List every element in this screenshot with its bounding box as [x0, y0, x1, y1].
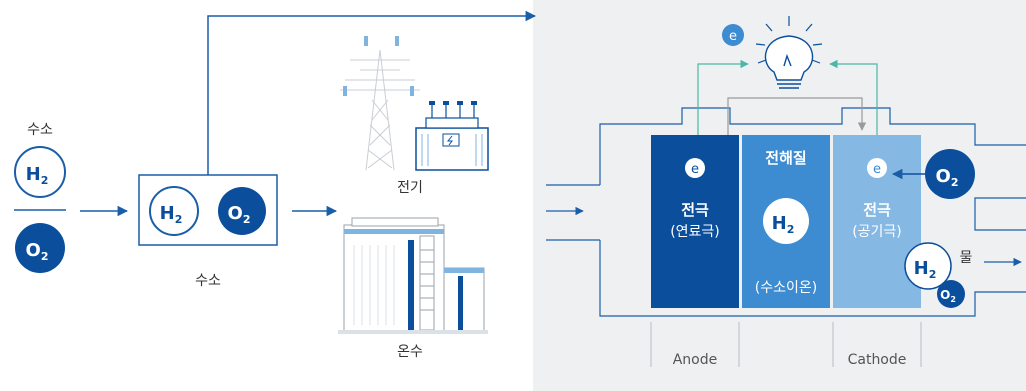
- insulator-icons: [343, 36, 414, 96]
- left-h2-molecule: H2: [14, 146, 66, 198]
- anode-electron: e: [685, 158, 705, 178]
- mix-h2-molecule: H2: [149, 186, 199, 236]
- svg-text:e: e: [873, 162, 881, 177]
- mix-o2-symbol: O: [228, 203, 243, 224]
- mix-box: H2 O2: [138, 174, 278, 246]
- svg-text:O2: O2: [936, 166, 959, 189]
- hot-water-label: 온수: [397, 344, 423, 360]
- water-molecule: H2 O2: [904, 242, 965, 308]
- electricity-label: 전기: [397, 180, 423, 196]
- water-o-symbol: O: [940, 288, 950, 302]
- electrolyte-title: 전해질: [765, 149, 806, 167]
- svg-text:e: e: [729, 29, 737, 44]
- electron-path-right: [829, 59, 878, 135]
- svg-text:e: e: [691, 162, 699, 177]
- left-o2-molecule: O2: [15, 223, 65, 273]
- cathode-electron: e: [867, 158, 887, 178]
- anode-caption: Anode: [673, 352, 718, 368]
- cathode-caption: Cathode: [848, 352, 907, 368]
- cathode-o2-subscript: 2: [951, 176, 959, 189]
- mix-o2-subscript: 2: [243, 213, 251, 226]
- left-supply: 수소 H2 O2: [14, 122, 129, 273]
- bulb-electron: e: [722, 24, 744, 46]
- arrow-to-fuel-cell: [207, 10, 537, 175]
- electron-path-left: [697, 59, 749, 135]
- cathode-o2-molecule: O2: [925, 149, 975, 199]
- bulb-rays: [755, 16, 823, 64]
- left-h2-symbol: H: [26, 164, 41, 185]
- circuit-wire: [727, 97, 867, 135]
- power-tower-icon: [340, 49, 420, 171]
- water-h2-symbol: H: [914, 258, 929, 279]
- svg-text:O2: O2: [228, 203, 251, 226]
- cathode-title: 전극: [863, 201, 891, 219]
- anode-subtitle: (연료극): [670, 224, 720, 240]
- mix-hydrogen-label: 수소: [195, 273, 221, 289]
- anode-title: 전극: [681, 201, 709, 219]
- svg-text:O2: O2: [26, 240, 49, 263]
- water-o-subscript: 2: [950, 295, 956, 304]
- mix-h2-subscript: 2: [175, 213, 183, 226]
- light-bulb-icon: [764, 35, 814, 89]
- building-icon: [338, 217, 488, 334]
- electrolyte-h2-subscript: 2: [787, 223, 795, 236]
- electrolyte-h2-molecule: H2: [763, 198, 809, 244]
- svg-text:O2: O2: [940, 288, 956, 304]
- water-label: 물: [960, 250, 973, 266]
- left-o2-subscript: 2: [41, 250, 49, 263]
- svg-text:H2: H2: [160, 203, 183, 226]
- left-h2-subscript: 2: [41, 174, 49, 187]
- svg-text:H2: H2: [914, 258, 937, 281]
- svg-text:H2: H2: [772, 213, 795, 236]
- mix-o2-molecule: O2: [218, 187, 266, 235]
- cathode-subtitle: (공기극): [852, 224, 902, 240]
- svg-text:H2: H2: [26, 164, 49, 187]
- left-hydrogen-label: 수소: [27, 122, 53, 138]
- transformer-icon: [415, 101, 489, 171]
- mix-h2-symbol: H: [160, 203, 175, 224]
- cathode-o2-symbol: O: [936, 166, 951, 187]
- cell-housing: [599, 107, 1026, 317]
- electrolyte-subtitle: (수소이온): [755, 280, 817, 296]
- water-h2-subscript: 2: [929, 268, 937, 281]
- left-o2-symbol: O: [26, 240, 41, 261]
- electrolyte-h2-symbol: H: [772, 213, 787, 234]
